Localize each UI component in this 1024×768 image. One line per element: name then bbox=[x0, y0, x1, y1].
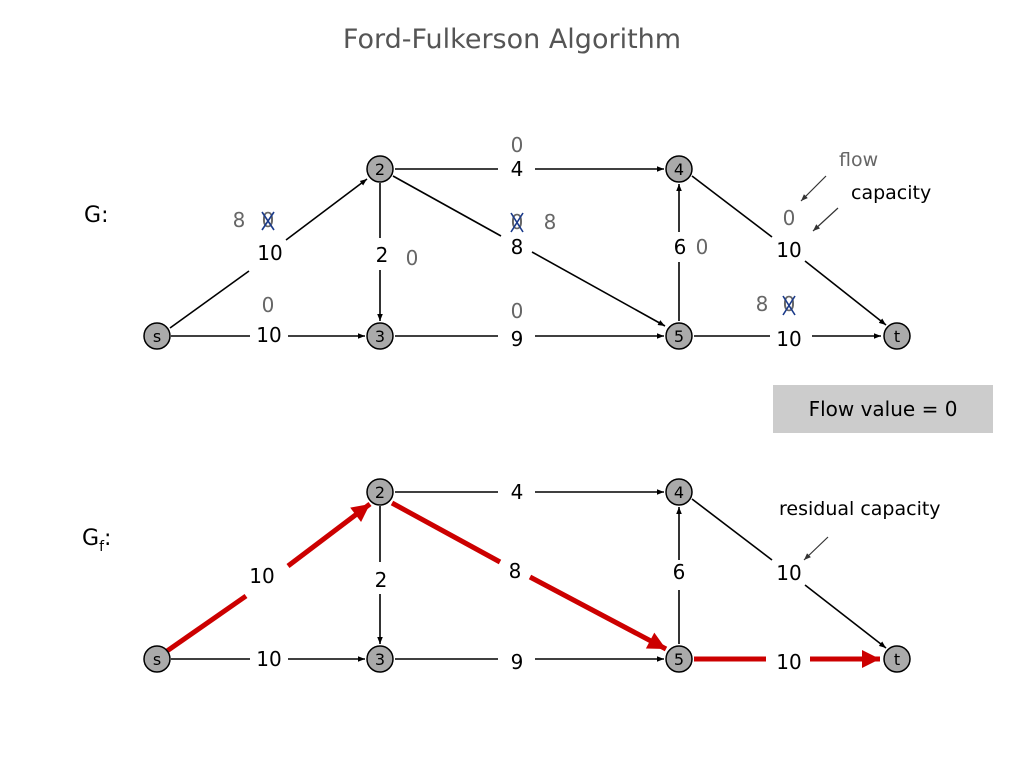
residual-label-2-5: 8 bbox=[509, 559, 522, 583]
capacity-label-5-4: 6 bbox=[674, 235, 687, 259]
svg-text:5: 5 bbox=[674, 650, 684, 669]
legend-residual-pointer bbox=[803, 536, 829, 561]
flow-value-text: Flow value = 0 bbox=[809, 397, 958, 421]
flow-label-2-4: 0 bbox=[511, 133, 524, 157]
legend-capacity-pointer bbox=[812, 207, 839, 232]
edge-2-5-tail bbox=[392, 175, 502, 237]
node-4: 4 bbox=[665, 155, 693, 183]
svg-text:3: 3 bbox=[375, 650, 385, 669]
flow-label-3-5: 0 bbox=[511, 299, 524, 323]
graph-g-label: G: bbox=[84, 203, 108, 228]
residual-edge-4-t-tail bbox=[691, 498, 773, 561]
legend-residual-capacity-label: residual capacity bbox=[779, 498, 941, 520]
residual-edge-s-2 bbox=[286, 502, 372, 568]
residual-label-2-3: 2 bbox=[375, 568, 388, 592]
flow-value-box-bg bbox=[773, 385, 993, 433]
residual-edge-4-t bbox=[804, 584, 887, 649]
residual-label-s-3: 10 bbox=[256, 647, 281, 671]
legend-flow-pointer bbox=[800, 175, 827, 202]
flow-label-2-5: 8 bbox=[544, 210, 557, 234]
capacity-label-2-3: 2 bbox=[376, 243, 389, 267]
flow-label-5-t: 8 bbox=[756, 292, 769, 316]
svg-text:s: s bbox=[153, 650, 161, 669]
strike-mark-2-5 bbox=[510, 212, 524, 233]
page-title: Ford-Fulkerson Algorithm bbox=[343, 24, 681, 55]
residual-label-5-t: 10 bbox=[776, 650, 801, 674]
residual-node-t: t bbox=[883, 645, 911, 673]
capacity-label-5-t: 10 bbox=[776, 327, 801, 351]
node-t: t bbox=[883, 322, 911, 350]
residual-label-5-4: 6 bbox=[673, 560, 686, 584]
residual-label-2-4: 4 bbox=[511, 480, 524, 504]
flow-label-s-2: 8 bbox=[233, 208, 246, 232]
svg-text:2: 2 bbox=[375, 160, 385, 179]
residual-node-2: 2 bbox=[366, 478, 394, 506]
residual-node-4: 4 bbox=[665, 478, 693, 506]
strike-mark-s-2 bbox=[261, 211, 275, 231]
edge-4-t bbox=[804, 260, 887, 326]
residual-node-s: s bbox=[143, 645, 171, 673]
svg-text:5: 5 bbox=[674, 327, 684, 346]
svg-text:3: 3 bbox=[375, 327, 385, 346]
edge-4-t-tail bbox=[691, 175, 773, 238]
graph-gf: Gf: 10 10 2 4 8 9 6 10 10 s bbox=[82, 478, 941, 674]
residual-label-3-5: 9 bbox=[511, 650, 524, 674]
flow-label-2-3: 0 bbox=[406, 246, 419, 270]
flow-label-s-3: 0 bbox=[262, 293, 275, 317]
graph-g: G: 10 10 2 4 8 9 6 10 10 8 0 bbox=[84, 133, 931, 351]
capacity-label-3-5: 9 bbox=[511, 327, 524, 351]
node-s: s bbox=[143, 322, 171, 350]
residual-label-s-2: 10 bbox=[249, 564, 274, 588]
residual-node-3: 3 bbox=[366, 645, 394, 673]
residual-label-4-t: 10 bbox=[776, 561, 801, 585]
graph-gf-label: Gf: bbox=[82, 526, 111, 555]
strike-mark-5-t bbox=[782, 295, 796, 316]
legend-capacity-label: capacity bbox=[851, 182, 931, 204]
svg-text:2: 2 bbox=[375, 483, 385, 502]
residual-edge-2-5 bbox=[528, 574, 668, 652]
edge-2-5 bbox=[531, 251, 666, 327]
residual-edge-s-2-tail bbox=[165, 593, 248, 654]
node-5: 5 bbox=[665, 322, 693, 350]
flow-value-box: Flow value = 0 bbox=[773, 385, 993, 433]
residual-edge-2-5-tail bbox=[390, 500, 502, 565]
capacity-label-s-2: 10 bbox=[257, 241, 282, 265]
capacity-label-2-4: 4 bbox=[511, 157, 524, 181]
svg-text:s: s bbox=[153, 327, 161, 346]
svg-text:t: t bbox=[894, 327, 900, 346]
edge-s-2-tail bbox=[169, 270, 250, 329]
svg-text:t: t bbox=[894, 650, 900, 669]
node-2: 2 bbox=[366, 155, 394, 183]
flow-label-5-4: 0 bbox=[696, 235, 709, 259]
edge-s-2 bbox=[285, 178, 368, 241]
flow-label-4-t: 0 bbox=[783, 206, 796, 230]
legend-flow-label: flow bbox=[839, 149, 878, 171]
residual-node-5: 5 bbox=[665, 645, 693, 673]
svg-text:4: 4 bbox=[674, 483, 684, 502]
capacity-label-4-t: 10 bbox=[776, 238, 801, 262]
capacity-label-2-5: 8 bbox=[511, 235, 524, 259]
svg-text:4: 4 bbox=[674, 160, 684, 179]
capacity-label-s-3: 10 bbox=[256, 323, 281, 347]
node-3: 3 bbox=[366, 322, 394, 350]
